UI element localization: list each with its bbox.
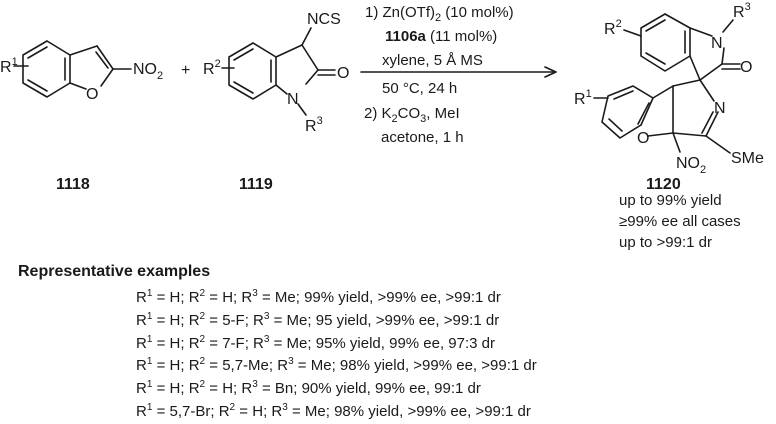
condition-catalyst: 1106a (11 mol%) — [385, 28, 497, 45]
compound-label-1119: 1119 — [239, 176, 273, 193]
product-ring-nitrogen: N — [714, 100, 726, 117]
r1-label: R1 — [0, 56, 18, 76]
product-top-benzene — [640, 13, 691, 72]
example-row: R1 = H; R2 = 5,7-Me; R3 = Me; 98% yield,… — [136, 356, 537, 375]
product-nitro-bond — [672, 132, 681, 153]
stat-dr: up to >99:1 dr — [619, 234, 712, 251]
oxindole-inner-bond — [233, 81, 254, 94]
product-r1-label: R1 — [574, 88, 592, 108]
product-sme-bond — [705, 135, 731, 154]
oxindole-benzene-ring — [228, 42, 277, 100]
r3-label: R3 — [305, 115, 323, 135]
benzofuran-benzene-ring — [22, 40, 71, 98]
product-inner-bond — [645, 52, 666, 65]
oxindole-nitrogen: N — [287, 91, 299, 108]
product-imine — [701, 111, 714, 134]
nitro-group: NO2 — [133, 61, 163, 82]
oxindole-ring-bond — [275, 84, 288, 95]
carbonyl-oxygen: O — [337, 65, 349, 82]
oxindole-ring-bond — [301, 44, 319, 71]
example-row: R1 = 5,7-Br; R2 = H; R3 = Me; 98% yield,… — [136, 401, 531, 420]
ncs-group: NCS — [307, 11, 341, 28]
reactant-1119-structure — [221, 27, 336, 116]
product-sme: SMe — [731, 150, 764, 167]
product-ring-bond — [652, 85, 674, 99]
product-inner-bond — [645, 19, 666, 32]
product-imine — [705, 111, 719, 137]
condition-step2: 2) K2CO3, MeI — [364, 105, 460, 125]
product-stats: up to 99% yield ≥99% ee all cases up to … — [619, 190, 741, 253]
condition-step1: 1) Zn(OTf)2 (10 mol%) — [365, 4, 514, 24]
reactant-1118-structure — [13, 40, 132, 98]
compound-label-1118: 1118 — [56, 176, 90, 193]
furan-bond — [69, 45, 98, 56]
product-bottom-benzene — [601, 85, 654, 139]
stat-ee: ≥99% ee all cases — [619, 213, 741, 230]
product-ring-bond — [689, 27, 713, 37]
product-r2-label: R2 — [604, 18, 622, 38]
product-ring-bond — [640, 97, 654, 126]
product-r3-label: R3 — [733, 1, 751, 21]
condition-temperature: 50 °C, 24 h — [382, 80, 457, 97]
example-row: R1 = H; R2 = 5-F; R3 = Me; 95 yield, >99… — [136, 310, 500, 329]
product-carbonyl-oxygen: O — [740, 59, 752, 76]
furan-double-bond — [95, 51, 109, 69]
n-substituent-bond — [297, 103, 307, 116]
product-inner-bond — [608, 118, 623, 132]
condition-step2-solvent: acetone, 1 h — [381, 129, 464, 146]
product-ring-oxygen: O — [637, 130, 649, 147]
product-ring-bond — [672, 132, 707, 137]
section-title: Representative examples — [18, 263, 211, 280]
compound-label-1120: 1120 — [646, 176, 681, 193]
product-inner-bond — [613, 90, 634, 100]
furan-oxygen: O — [86, 86, 98, 103]
product-r2-bond — [623, 29, 642, 37]
oxindole-ring-bond — [305, 69, 319, 85]
example-row: R1 = H; R2 = H; R3 = Me; 99% yield, >99%… — [136, 288, 501, 307]
product-ring-bond — [721, 47, 725, 65]
reaction-arrow-head — [544, 66, 557, 78]
benzofuran-inner-bond — [27, 46, 48, 59]
product-1120-structure — [593, 13, 741, 154]
product-ring-bond — [689, 55, 701, 81]
product-top-nitrogen: N — [711, 35, 723, 52]
plus-sign: + — [181, 62, 190, 79]
furan-bond — [69, 82, 87, 90]
example-row: R1 = H; R2 = 7-F; R3 = Me; 95% yield, 99… — [136, 333, 496, 352]
condition-solvent: xylene, 5 Å MS — [382, 52, 483, 69]
product-nitro: NO2 — [676, 155, 706, 176]
product-n-substituent — [722, 19, 734, 33]
oxindole-ring-bond — [275, 44, 303, 58]
product-ring-bond — [647, 132, 674, 137]
benzofuran-inner-bond — [27, 79, 48, 92]
furan-bond — [100, 68, 114, 87]
product-ring-bond — [699, 63, 723, 81]
examples-list: R1 = H; R2 = H; R3 = Me; 99% yield, >99%… — [136, 287, 537, 424]
furan-bond — [96, 45, 114, 70]
product-inner-bond — [637, 102, 650, 125]
ncs-bond — [301, 27, 312, 46]
r2-label: R2 — [203, 58, 221, 78]
product-spiro-bond — [672, 79, 701, 87]
oxindole-inner-bond — [233, 48, 254, 61]
example-row: R1 = H; R2 = H; R3 = Bn; 90% yield, 99% … — [136, 379, 481, 398]
stat-yield: up to 99% yield — [619, 192, 722, 209]
product-spiro-bond — [699, 79, 715, 102]
